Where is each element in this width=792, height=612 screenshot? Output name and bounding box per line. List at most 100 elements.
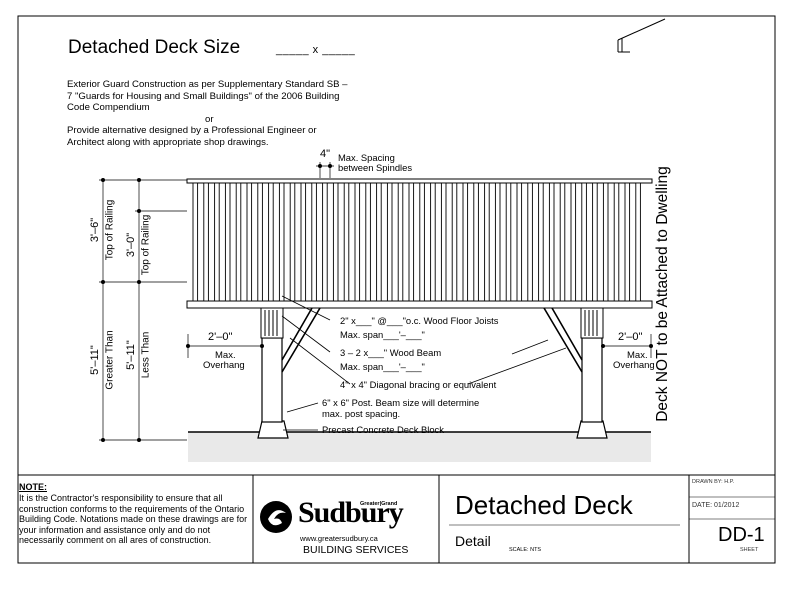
- post-left: [261, 337, 283, 423]
- overhang-left-label-1: Max.: [215, 350, 236, 361]
- spindle: [322, 182, 328, 302]
- beam-end-left: [260, 307, 284, 339]
- spindle: [624, 182, 631, 302]
- guard-note-standard: Exterior Guard Construction as per Suppl…: [67, 79, 348, 114]
- spindle: [494, 182, 501, 302]
- brand-prefix: Greater|Grand: [360, 501, 398, 507]
- spindle: [527, 182, 533, 302]
- deck-band: [186, 300, 653, 309]
- overhang-right-label-1: Max.: [627, 350, 648, 361]
- callout-beam: 3 – 2 x___" Wood Beam: [340, 347, 442, 358]
- sheet-border: [17, 15, 776, 564]
- deck-height-high: 5'–11": [89, 345, 101, 375]
- spindle: [430, 182, 436, 302]
- deck-block-right: [576, 420, 608, 439]
- drawing-block-title: Detached Deck: [455, 490, 633, 520]
- top-rail: [186, 178, 653, 184]
- dimension-tick: [137, 178, 141, 182]
- callout-beam-span: Max. span___'–___": [340, 361, 425, 372]
- spindle: [570, 182, 577, 302]
- spindle: [365, 182, 371, 302]
- railing-spindles: [192, 182, 641, 302]
- spindle: [300, 182, 307, 302]
- spindle: [581, 182, 587, 302]
- spindle: [451, 182, 458, 302]
- sheet-number: DD-1: [718, 524, 765, 546]
- brand-department: BUILDING SERVICES: [303, 544, 409, 556]
- overhang-right-label-2: Overhang: [613, 360, 655, 371]
- dimension-tick: [137, 209, 141, 213]
- deck-block-left: [257, 420, 289, 439]
- deck-height-low: 5'–11": [125, 340, 137, 370]
- railing-height-high: 3'–6": [89, 217, 101, 243]
- guard-note-or: or: [205, 113, 214, 125]
- note-heading: NOTE:: [19, 482, 47, 492]
- spindle: [257, 182, 263, 302]
- spindle: [462, 182, 469, 302]
- spindle: [419, 182, 425, 302]
- spindle-spacing-label-1: Max. Spacing: [338, 152, 395, 163]
- railing-height-low: 3'–0": [125, 232, 137, 258]
- brand-name: Sudbury: [298, 496, 404, 529]
- contractor-note: It is the Contractor's responsibility to…: [19, 493, 248, 546]
- overhang-left-label-2: Overhang: [203, 360, 245, 371]
- spindle: [592, 182, 598, 302]
- dimension-tick: [649, 344, 653, 348]
- spindle: [289, 182, 296, 302]
- spindle: [386, 182, 393, 302]
- deck-high-label: Greater Than: [104, 330, 116, 390]
- brand-url: www.greatersudbury.ca: [300, 534, 378, 543]
- drawing-block-subtitle: Detail: [455, 533, 491, 549]
- sudbury-logo-mark: [260, 501, 292, 533]
- guard-note-alternative: Provide alternative designed by a Profes…: [67, 125, 317, 148]
- spindle: [192, 182, 199, 302]
- overhang-left-dim: 2'–0": [208, 331, 233, 343]
- guard-note: Exterior Guard Construction as per Suppl…: [67, 79, 352, 149]
- deck-low-label: Less Than: [140, 331, 152, 379]
- title-block-frame: [18, 474, 775, 563]
- sheet-label: SHEET: [740, 547, 759, 553]
- drawing-date: DATE: 01/2012: [692, 502, 740, 509]
- overhang-right-dim: 2'–0": [618, 331, 643, 343]
- spindle: [548, 182, 555, 302]
- spindle: [343, 182, 350, 302]
- dimension-tick: [137, 438, 141, 442]
- dimension-tick: [137, 280, 141, 284]
- spindle: [268, 182, 274, 302]
- drawing-scale: SCALE: NTS: [509, 547, 542, 553]
- callout-post-1: 6" x 6" Post. Beam size will determine: [322, 397, 480, 408]
- post-right: [581, 337, 603, 423]
- deck-size-blanks: _____ x _____: [276, 44, 356, 56]
- spindle-spacing-label-2: between Spindles: [338, 162, 413, 173]
- side-note-detached: Deck NOT to be Attached to Dwelling: [654, 166, 671, 422]
- spindle: [473, 182, 479, 302]
- spindle-spacing-dim: 4": [320, 148, 331, 160]
- spindle: [354, 182, 361, 302]
- callout-post-2: max. post spacing.: [322, 408, 401, 419]
- railing-low-label: Top of Railing: [140, 214, 152, 276]
- spindle: [538, 182, 544, 302]
- dimension-tick: [318, 164, 322, 168]
- spindle: [505, 182, 512, 302]
- leader-lines: [281, 295, 567, 431]
- callout-block: Precast Concrete Deck Block: [322, 424, 444, 435]
- spindle: [613, 182, 620, 302]
- spindle: [214, 182, 220, 302]
- spindle: [397, 182, 404, 302]
- spindle: [376, 182, 382, 302]
- spindle: [602, 182, 609, 302]
- spindle: [484, 182, 490, 302]
- callout-bracing: 4" x 4" Diagonal bracing or equivalent: [340, 379, 497, 390]
- diagonal-bracing: [281, 307, 583, 373]
- beam-end-right: [580, 307, 604, 339]
- house-roof-sketch: [617, 18, 666, 53]
- callout-joists-span: Max. span___'–___": [340, 329, 425, 340]
- dimension-tick: [601, 344, 605, 348]
- dimension-tick: [101, 438, 105, 442]
- dimension-tick: [186, 344, 190, 348]
- spindle: [278, 182, 285, 302]
- railing-high-label: Top of Railing: [104, 199, 116, 261]
- spindle: [224, 182, 231, 302]
- dimension-tick: [101, 178, 105, 182]
